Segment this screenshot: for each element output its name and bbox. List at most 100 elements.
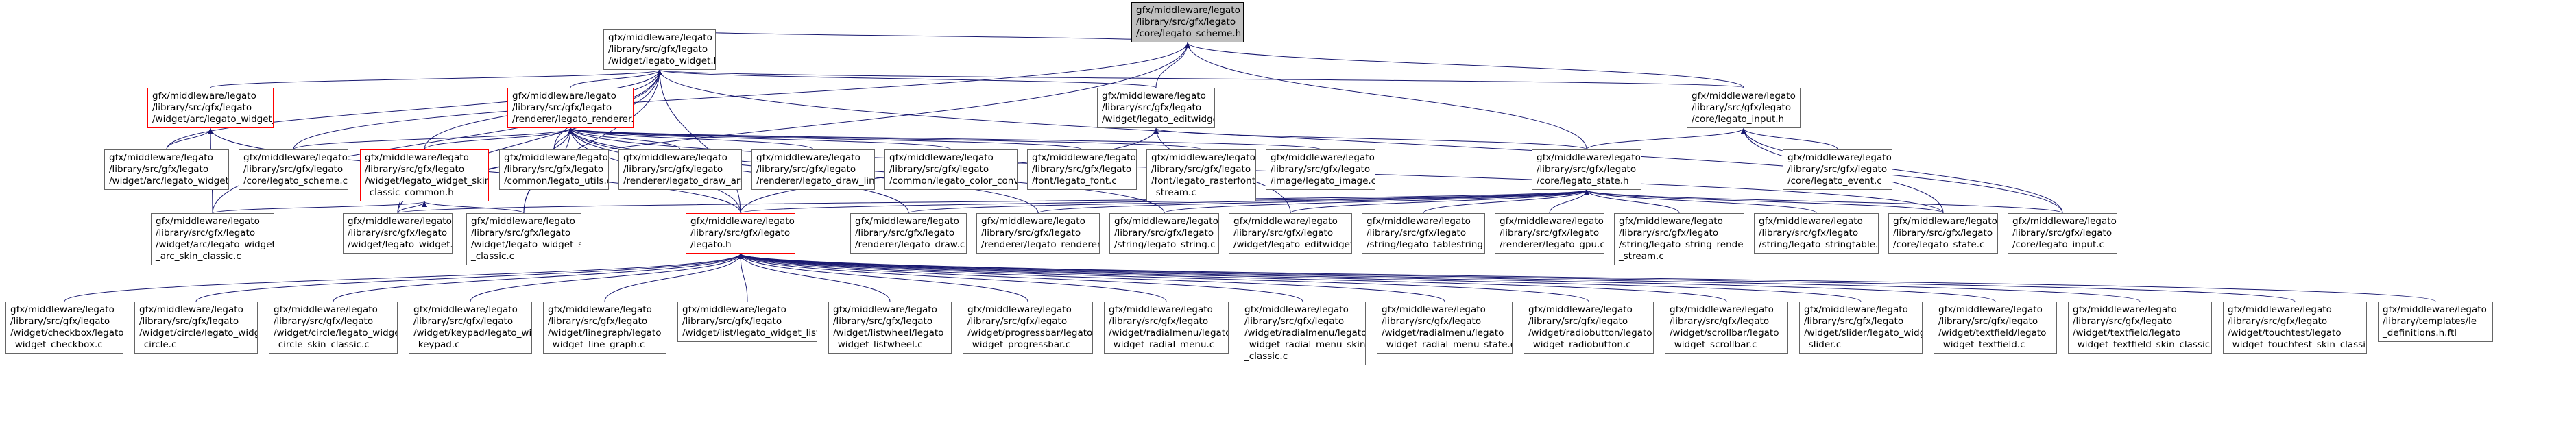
edge-input-c-to-state-h: [1584, 189, 2063, 214]
edge-rasterfont-c-to-renderer-h: [568, 127, 1202, 150]
file-node-event-c[interactable]: gfx/middleware/legato/library/src/gfx/le…: [1783, 149, 1892, 190]
file-node-radiobutton-c[interactable]: gfx/middleware/legato/library/src/gfx/le…: [1524, 302, 1654, 354]
edge-editwidget-h-to-widget-h: [657, 69, 1157, 88]
file-node-tablestring-c[interactable]: gfx/middleware/legato/library/src/gfx/le…: [1362, 213, 1485, 254]
node-label-line: /library/src/gfx/legato: [1804, 316, 1904, 327]
node-label-line: /widget/arc/legato_widget_arc.h: [152, 114, 273, 125]
file-node-rasterfont-c[interactable]: gfx/middleware/legato/library/src/gfx/le…: [1146, 149, 1256, 201]
file-node-widget-arc-c[interactable]: gfx/middleware/legato/library/src/gfx/le…: [104, 149, 229, 190]
edge-scheme-c-to-renderer-h: [293, 127, 573, 150]
node-label-line: /widget/radialmenu/legato: [1382, 328, 1504, 339]
node-label-line: _classic.c: [471, 251, 515, 262]
edge-state-h-to-root: [1185, 42, 1587, 150]
file-node-scrollbar-c[interactable]: gfx/middleware/legato/library/src/gfx/le…: [1665, 302, 1788, 354]
node-label-line: /common/legato_color_convert.c: [889, 175, 1017, 186]
file-node-list-c[interactable]: gfx/middleware/legato/library/src/gfx/le…: [677, 302, 817, 342]
file-node-arc-skin-classic-c[interactable]: gfx/middleware/legato/library/src/gfx/le…: [151, 213, 274, 265]
file-node-scheme-c[interactable]: gfx/middleware/legato/library/src/gfx/le…: [239, 149, 348, 190]
node-label-line: gfx/middleware/legato: [1244, 304, 1349, 315]
node-label-line: gfx/middleware/legato: [1102, 90, 1206, 101]
node-label-line: gfx/middleware/legato: [889, 152, 994, 163]
edge-circle-skin-c-to-legato-h: [333, 253, 743, 302]
edge-state-h-to-editwidget-h: [1153, 127, 1587, 150]
file-node-touchtest-skin-c[interactable]: gfx/middleware/legato/library/src/gfx/le…: [2223, 302, 2367, 354]
file-node-input-h[interactable]: gfx/middleware/legato/library/src/gfx/le…: [1687, 88, 1801, 128]
node-label-line: /library/src/gfx/legato: [274, 316, 374, 327]
node-label-line: _slider.c: [1804, 339, 1842, 350]
file-node-editwidget-h[interactable]: gfx/middleware/legato/library/src/gfx/le…: [1097, 88, 1215, 128]
edge-stringtable-c-to-state-h: [1584, 189, 1817, 214]
file-node-draw-line-c[interactable]: gfx/middleware/legato/library/src/gfx/le…: [751, 149, 875, 190]
node-label-line: gfx/middleware/legato: [623, 152, 727, 163]
node-label-line: gfx/middleware/legato: [1233, 216, 1338, 227]
edge-renderer-c-to-state-h: [1037, 189, 1589, 214]
node-label-line: /widget/legato_editwidget.h: [1102, 114, 1214, 125]
file-node-input-c[interactable]: gfx/middleware/legato/library/src/gfx/le…: [2008, 213, 2117, 254]
node-label-line: gfx/middleware/legato: [1500, 216, 1604, 227]
edge-tablestring-c-to-state-h: [1423, 189, 1589, 214]
file-node-radial-menu-skin-c[interactable]: gfx/middleware/legato/library/src/gfx/le…: [1240, 302, 1366, 365]
node-label-line: gfx/middleware/legato: [967, 304, 1072, 315]
node-label-line: /library/src/gfx/legato: [1670, 316, 1770, 327]
file-node-widget-skin-classic-c[interactable]: gfx/middleware/legato/library/src/gfx/le…: [466, 213, 581, 265]
file-node-keypad-c[interactable]: gfx/middleware/legato/library/src/gfx/le…: [409, 302, 532, 354]
node-label-line: _widget_textfield_skin_classic.c: [2073, 339, 2212, 350]
file-node-draw-c[interactable]: gfx/middleware/legato/library/src/gfx/le…: [850, 213, 967, 254]
file-node-renderer-c[interactable]: gfx/middleware/legato/library/src/gfx/le…: [976, 213, 1100, 254]
node-label-line: /library/src/gfx/legato: [1692, 102, 1792, 113]
file-node-checkbox-c[interactable]: gfx/middleware/legato/library/src/gfx/le…: [5, 302, 123, 354]
file-node-legato-h[interactable]: gfx/middleware/legato/library/src/gfx/le…: [686, 213, 795, 254]
node-label-line: gfx/middleware/legato: [1271, 152, 1375, 163]
node-label-line: /renderer/legato_renderer.c: [981, 239, 1100, 250]
node-label-line: /library/src/gfx/legato: [10, 316, 110, 327]
file-node-circle-c[interactable]: gfx/middleware/legato/library/src/gfx/le…: [134, 302, 258, 354]
node-label-line: /library/src/gfx/legato: [1109, 316, 1209, 327]
node-label-line: /string/legato_string.c: [1114, 239, 1216, 250]
file-node-stringtable-c[interactable]: gfx/middleware/legato/library/src/gfx/le…: [1754, 213, 1879, 254]
node-label-line: /renderer/legato_draw_line.c: [756, 175, 875, 186]
file-node-state-h[interactable]: gfx/middleware/legato/library/src/gfx/le…: [1532, 149, 1641, 190]
file-node-widget-arc-h[interactable]: gfx/middleware/legato/library/src/gfx/le…: [147, 88, 274, 128]
file-node-line-graph-c[interactable]: gfx/middleware/legato/library/src/gfx/le…: [543, 302, 666, 354]
file-node-image-c[interactable]: gfx/middleware/legato/library/src/gfx/le…: [1266, 149, 1375, 190]
node-label-line: /library/src/gfx/legato: [1244, 316, 1345, 327]
node-label-line: _widget_scrollbar.c: [1670, 339, 1757, 350]
file-node-string-c[interactable]: gfx/middleware/legato/library/src/gfx/le…: [1109, 213, 1219, 254]
file-node-radial-menu-state-c[interactable]: gfx/middleware/legato/library/src/gfx/le…: [1377, 302, 1513, 354]
file-node-textfield-skin-c[interactable]: gfx/middleware/legato/library/src/gfx/le…: [2068, 302, 2212, 354]
file-node-progressbar-c[interactable]: gfx/middleware/legato/library/src/gfx/le…: [963, 302, 1093, 354]
node-label-line: gfx/middleware/legato: [156, 216, 260, 227]
file-node-circle-skin-c[interactable]: gfx/middleware/legato/library/src/gfx/le…: [269, 302, 398, 354]
file-node-editwidget-c[interactable]: gfx/middleware/legato/library/src/gfx/le…: [1229, 213, 1352, 254]
file-node-textfield-c[interactable]: gfx/middleware/legato/library/src/gfx/le…: [1934, 302, 2057, 354]
file-node-color-convert-c[interactable]: gfx/middleware/legato/library/src/gfx/le…: [884, 149, 1018, 190]
node-label-line: gfx/middleware/legato: [365, 152, 469, 163]
node-label-line: /core/legato_input.h: [1692, 114, 1785, 125]
edge-line-graph-c-to-legato-h: [604, 253, 743, 302]
file-node-draw-arc-c[interactable]: gfx/middleware/legato/library/src/gfx/le…: [618, 149, 742, 190]
file-node-utils-c[interactable]: gfx/middleware/legato/library/src/gfx/le…: [499, 149, 609, 190]
node-label-line: _widget_textfield.c: [1938, 339, 2025, 350]
file-node-gpu-c[interactable]: gfx/middleware/legato/library/src/gfx/le…: [1495, 213, 1604, 254]
node-label-line: /library/src/gfx/legato: [1102, 102, 1202, 113]
file-node-widget-h[interactable]: gfx/middleware/legato/library/src/gfx/le…: [603, 29, 716, 70]
file-node-skin-common-h[interactable]: gfx/middleware/legato/library/src/gfx/le…: [360, 149, 489, 201]
file-node-listwheel-c[interactable]: gfx/middleware/legato/library/src/gfx/le…: [828, 302, 952, 354]
file-node-font-c[interactable]: gfx/middleware/legato/library/src/gfx/le…: [1027, 149, 1137, 190]
node-label-line: /library/src/gfx/legato: [623, 164, 723, 175]
file-node-renderer-h[interactable]: gfx/middleware/legato/library/src/gfx/le…: [507, 88, 634, 128]
node-label-line: /renderer/legato_draw_arc.c: [623, 175, 742, 186]
edge-input-c-to-input-h: [1741, 127, 2063, 214]
file-node-state-c[interactable]: gfx/middleware/legato/library/src/gfx/le…: [1888, 213, 1998, 254]
file-node-definitions-ftl[interactable]: gfx/middleware/legato/library/templates/…: [2378, 302, 2493, 342]
file-node-widget-c[interactable]: gfx/middleware/legato/library/src/gfx/le…: [343, 213, 453, 254]
file-node-radial-menu-c[interactable]: gfx/middleware/legato/library/src/gfx/le…: [1104, 302, 1229, 354]
edge-draw-c-to-state-h: [908, 189, 1589, 214]
file-node-slider-c[interactable]: gfx/middleware/legato/library/src/gfx/le…: [1799, 302, 1923, 354]
node-label-line: /library/src/gfx/legato: [548, 316, 648, 327]
node-label-line: /library/src/gfx/legato: [1271, 164, 1371, 175]
node-label-line: /renderer/legato_draw.c: [855, 239, 965, 250]
file-node-string-renderer-stream-c[interactable]: gfx/middleware/legato/library/src/gfx/le…: [1614, 213, 1744, 265]
node-label-line: /library/src/gfx/legato: [981, 228, 1081, 238]
edge-progressbar-c-to-legato-h: [738, 253, 1028, 302]
